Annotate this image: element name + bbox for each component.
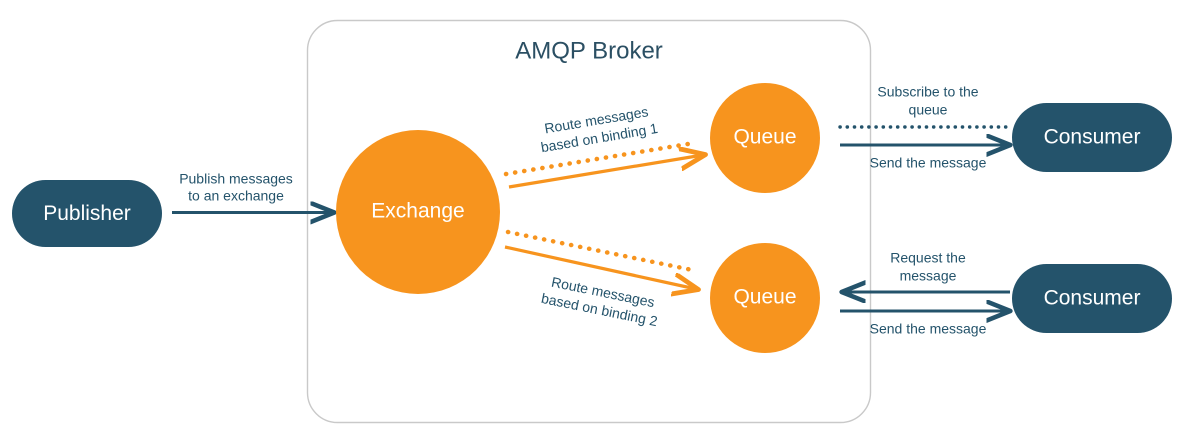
node-exchange[interactable] (336, 130, 500, 294)
node-consumer-bottom-label: Consumer (1044, 287, 1141, 310)
node-consumer-top-label: Consumer (1044, 126, 1141, 149)
edge-request-message-label-line2: message (900, 268, 957, 284)
broker-title: AMQP Broker (515, 37, 663, 64)
node-publisher-label: Publisher (43, 202, 131, 225)
node-queue-bottom[interactable] (710, 243, 820, 353)
edge-subscribe-label-line1: Subscribe to the (877, 84, 978, 100)
edge-binding-1-arrow (508, 155, 703, 189)
edge-publish-label-line2: to an exchange (188, 188, 284, 204)
node-queue-top[interactable] (710, 83, 820, 193)
node-queue-top-label: Queue (733, 126, 796, 149)
edge-send-message-bottom-label: Send the message (870, 321, 987, 337)
edge-subscribe-label-line2: queue (909, 102, 948, 118)
edge-publish-label-line1: Publish messages (179, 171, 293, 187)
node-queue-bottom-label: Queue (733, 286, 796, 309)
node-exchange-label: Exchange (371, 200, 464, 223)
edge-request-message-label-line1: Request the (890, 250, 966, 266)
node-consumer-bottom[interactable] (1012, 264, 1172, 333)
node-consumer-top[interactable] (1012, 103, 1172, 172)
node-publisher[interactable] (12, 180, 162, 247)
edge-send-message-top-label: Send the message (870, 155, 987, 171)
edge-binding-2-arrow (504, 245, 696, 289)
edge-binding-1-dotted (503, 140, 697, 177)
